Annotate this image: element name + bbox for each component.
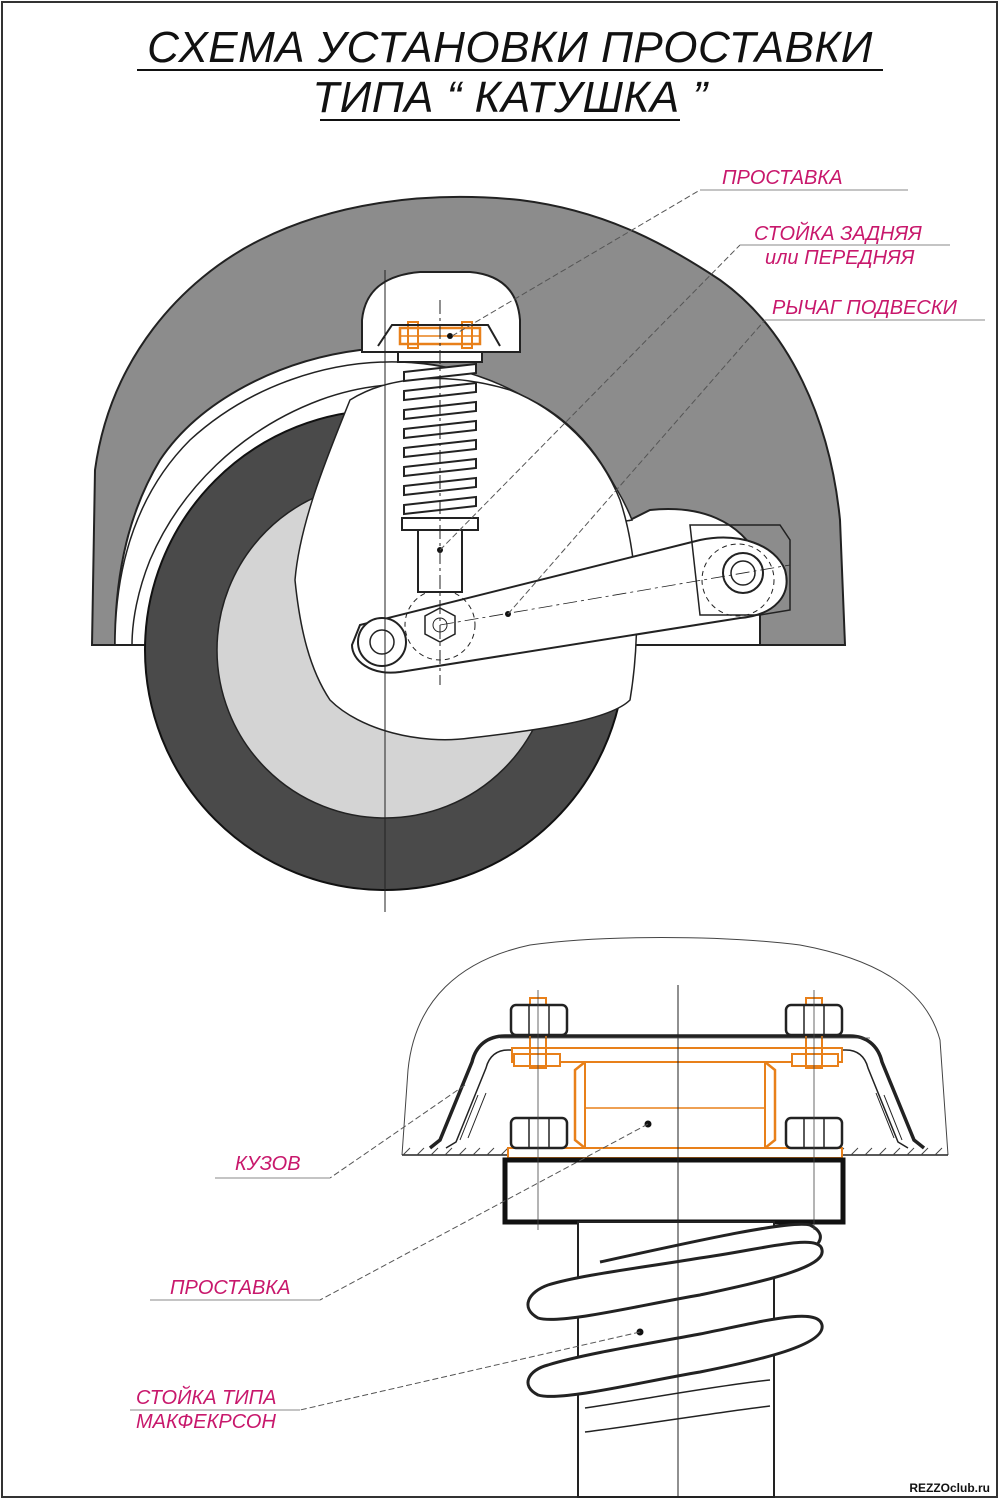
label-top-strut-1: СТОЙКА ЗАДНЯЯ	[754, 222, 922, 245]
hatch-tick	[906, 1147, 915, 1156]
spacer-bottom-plate	[507, 1147, 843, 1159]
spring-turn	[403, 362, 477, 383]
top-spacer-bolt-left	[407, 321, 419, 349]
top-spacer-bolt-right	[461, 321, 473, 349]
coil-4	[584, 1379, 771, 1409]
hatch-tick	[850, 1147, 859, 1156]
label-body: КУЗОВ	[235, 1153, 301, 1175]
spacer-bolt-l-top	[513, 1053, 561, 1067]
hatch-tick	[500, 1147, 509, 1156]
label-bottom-strut-1: СТОЙКА ТИПА	[136, 1386, 276, 1409]
label-top-strut-2: или ПЕРЕДНЯЯ	[765, 247, 915, 269]
hatch-tick	[878, 1147, 887, 1156]
coil-3	[526, 1314, 824, 1398]
spacer-spool-left	[573, 1061, 586, 1149]
hatch-tick	[458, 1147, 467, 1156]
hatch-tick	[472, 1147, 481, 1156]
hatch-tick	[416, 1147, 425, 1156]
top-spacer-dot	[447, 333, 453, 339]
ball-joint-inner	[369, 629, 395, 655]
bottom-spacer	[507, 997, 843, 1159]
hatch-tick	[486, 1147, 495, 1156]
body-dome	[401, 937, 949, 1156]
label-top-spacer: ПРОСТАВКА	[722, 167, 843, 189]
suspension-arm	[350, 536, 788, 674]
title-line-1: СХЕМА УСТАНОВКИ ПРОСТАВКИ	[147, 23, 873, 72]
hatch-tick	[444, 1147, 453, 1156]
coil-5	[584, 1405, 771, 1433]
leader-strut-bottom	[299, 1331, 641, 1411]
hatch-tick	[920, 1147, 929, 1156]
wheel-assembly	[90, 196, 847, 912]
hatch-tick	[864, 1147, 873, 1156]
bottom-leaders	[130, 1084, 649, 1411]
top-leaders	[439, 189, 985, 615]
leader-strut	[439, 244, 741, 551]
leader-body	[329, 1084, 466, 1179]
leader-arm	[507, 319, 766, 615]
arm-bracket	[689, 524, 791, 616]
arm-pivot-dashed	[701, 543, 775, 617]
hatch-tick	[892, 1147, 901, 1156]
bottom-coil-spring	[526, 1222, 824, 1433]
spring-turn	[403, 381, 477, 402]
strut-top-plate	[502, 1157, 846, 1225]
coil-2	[526, 1240, 824, 1321]
hatch-tick	[402, 1147, 411, 1156]
centerline-arm	[439, 564, 791, 626]
mount-detail	[401, 937, 949, 1498]
hatch-tick	[934, 1147, 943, 1156]
label-bottom-spacer: ПРОСТАВКА	[170, 1277, 291, 1299]
hatch-tick	[430, 1147, 439, 1156]
label-bottom-strut-2: МАКФЕКРСОН	[136, 1411, 276, 1433]
leader-spacer	[451, 189, 701, 337]
body-hatch-diag	[459, 1092, 903, 1141]
spring-turn	[403, 457, 477, 478]
watermark: REZZOclub.ru	[909, 1481, 990, 1495]
leader-spacer-bottom	[319, 1123, 649, 1301]
nut-bottom-left	[509, 1116, 569, 1150]
nut-top-left	[509, 1003, 569, 1037]
spring-turn	[403, 438, 477, 459]
spacer-spool-right	[764, 1061, 777, 1149]
inner-arch	[114, 361, 634, 646]
spacer-bolt-r-top	[791, 1053, 839, 1067]
label-top-arm: РЫЧАГ ПОДВЕСКИ	[772, 297, 958, 319]
title-line-2: ТИПА “ КАТУШКА ”	[312, 73, 709, 122]
